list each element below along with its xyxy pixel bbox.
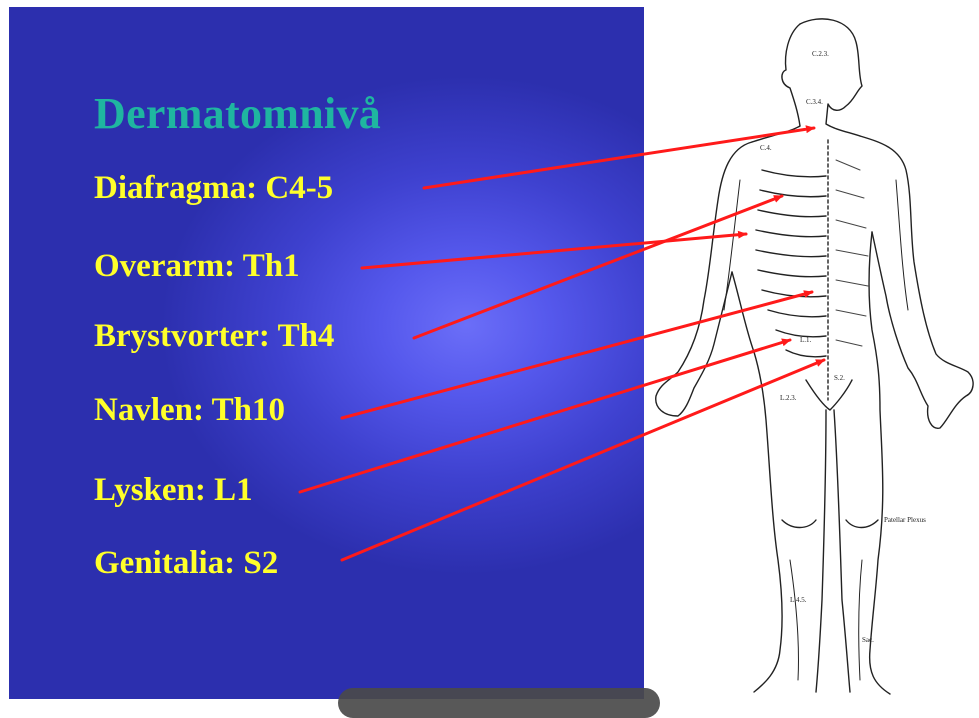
figure-label-l23: L.2.3. [780,394,797,402]
arrow-diafragma [424,128,814,188]
arrow-brystvorter [414,196,782,338]
arrow-overarm [362,234,746,268]
figure-label-patellar: Patellar Plexus [884,516,926,524]
arrow-genitalia [342,360,824,560]
bottom-toolbar-pill [338,688,660,718]
figure-label-sac: Sac. [862,636,874,644]
figure-label-c4: C.4. [760,144,772,152]
figure-label-l1: L.1. [800,336,812,344]
figure-label-c23: C.2.3. [812,50,829,58]
figure-label-c34: C.3.4. [806,98,823,106]
figure-label-s2: S.2. [834,374,845,382]
figure-and-arrows: C.2.3. C.3.4. C.4. L.1. S.2. L.2.3. L.4.… [0,0,979,699]
human-body-dermatome-figure [656,19,973,694]
slide: Dermatomnivå Diafragma: C4-5 Overarm: Th… [0,0,979,699]
figure-label-l45: L.4.5. [790,596,807,604]
arrows [300,128,824,560]
figure-labels: C.2.3. C.3.4. C.4. L.1. S.2. L.2.3. L.4.… [760,50,926,644]
